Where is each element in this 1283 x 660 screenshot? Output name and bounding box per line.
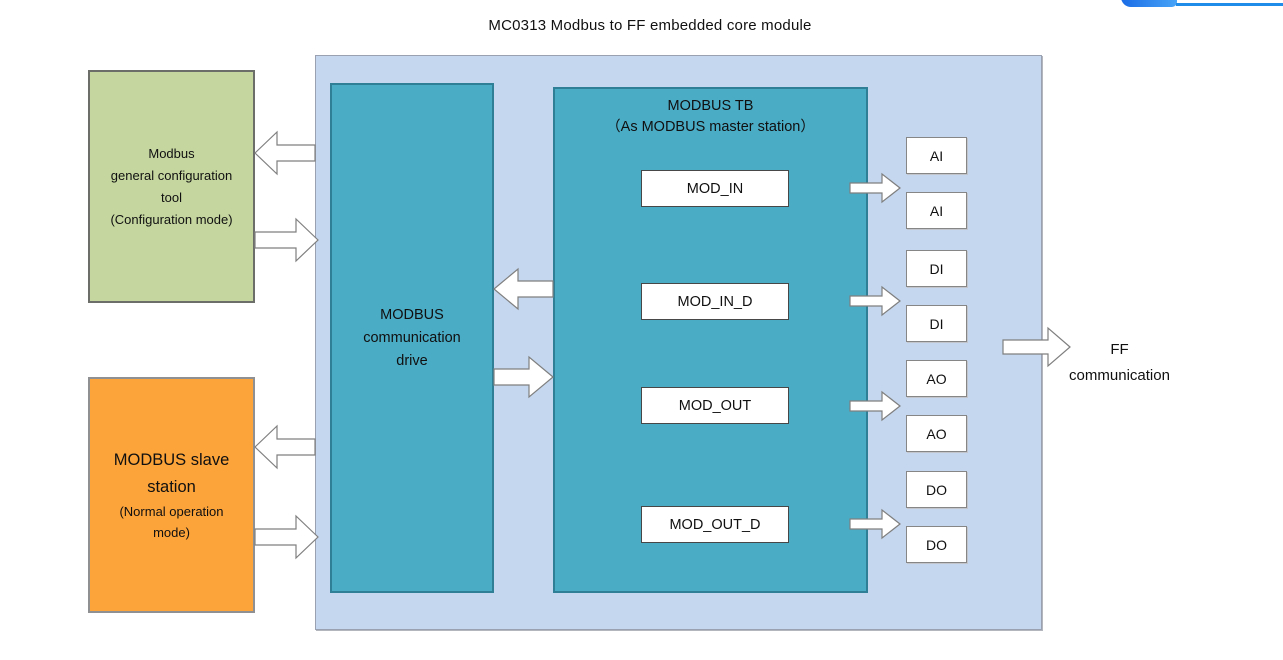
io-block-ao-1: AO [906, 360, 967, 397]
slave-station-line2: station [147, 478, 196, 496]
ff-label-line2: communication [1069, 367, 1170, 384]
comm-drive-line3: drive [396, 352, 428, 369]
function-block-mod-in: MOD_IN [641, 170, 789, 207]
modbus-tb-subtitle: （As MODBUS master station） [606, 119, 815, 135]
io-block-ai-1: AI [906, 137, 967, 174]
slave-station-line3: (Normal operation [119, 504, 224, 519]
slave-station-box: MODBUS slave station (Normal operation m… [88, 377, 255, 613]
io-block-di-2: DI [906, 305, 967, 342]
config-tool-line4: (Configuration mode) [110, 211, 233, 227]
cropped-blue-tab-fragment [1121, 0, 1177, 7]
modbus-tb-title: MODBUS TB [667, 98, 754, 114]
cropped-blue-line-fragment [1176, 3, 1283, 6]
io-block-do-2: DO [906, 526, 967, 563]
config-tool-line3: tool [161, 189, 182, 205]
function-block-mod-in-d: MOD_IN_D [641, 283, 789, 320]
function-block-mod-out: MOD_OUT [641, 387, 789, 424]
comm-drive-line2: communication [363, 329, 461, 346]
io-block-ai-2: AI [906, 192, 967, 229]
slave-station-outbound-arrow [254, 514, 319, 560]
ff-communication-label: FF communication [1047, 337, 1192, 389]
io-block-di-1: DI [906, 250, 967, 287]
config-tool-inbound-arrow [254, 130, 316, 176]
slave-station-inbound-arrow [254, 424, 316, 470]
config-tool-line1: Modbus [148, 145, 195, 161]
config-tool-box: Modbus general configuration tool (Confi… [88, 70, 255, 303]
diagram-title: MC0313 Modbus to FF embedded core module [488, 17, 812, 34]
config-tool-line2: general configuration [110, 167, 233, 183]
slave-station-line1: MODBUS slave [113, 451, 230, 469]
comm-drive-line1: MODBUS [380, 306, 444, 323]
io-block-ao-2: AO [906, 415, 967, 452]
slave-station-line4: mode) [153, 525, 190, 540]
comm-drive-box: MODBUS communication drive [330, 83, 494, 593]
function-block-mod-out-d: MOD_OUT_D [641, 506, 789, 543]
config-tool-outbound-arrow [254, 217, 319, 263]
io-block-do-1: DO [906, 471, 967, 508]
ff-label-line1: FF [1110, 341, 1129, 358]
